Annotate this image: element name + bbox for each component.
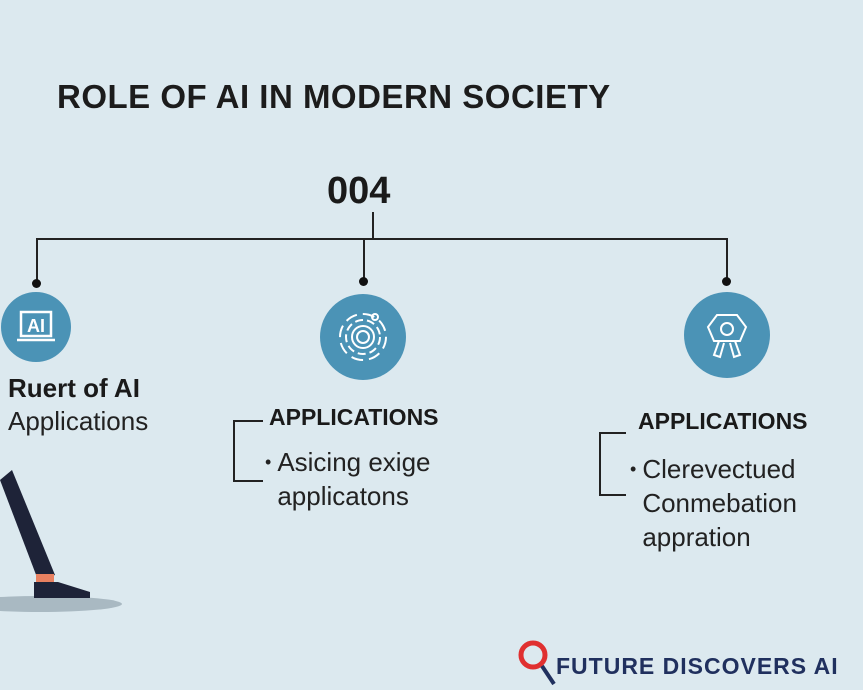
brand-name: FUTURE DISCOVERS AI bbox=[556, 653, 839, 679]
svg-text:AI: AI bbox=[27, 316, 45, 336]
node-bullet: •Clerevectued Conmebation appration bbox=[630, 452, 850, 554]
node-heading: APPLICATIONS bbox=[638, 408, 808, 434]
bracket bbox=[599, 432, 626, 496]
person-illustration bbox=[0, 470, 122, 612]
robot-badge-icon bbox=[684, 292, 770, 378]
magnifier-logo-icon bbox=[518, 640, 556, 686]
node-heading: APPLICATIONS bbox=[269, 404, 439, 430]
node-text: Applications bbox=[8, 406, 149, 436]
bracket bbox=[233, 420, 263, 482]
bullet-text: Clerevectued Conmebation appration bbox=[642, 454, 797, 552]
ai-screen-icon: AI bbox=[1, 292, 71, 362]
section-number: 004 bbox=[327, 170, 391, 212]
node-bullet: •Asicing exige applicatons bbox=[265, 445, 545, 513]
circular-network-icon bbox=[320, 294, 406, 380]
node-heading: Ruert of AI bbox=[8, 373, 140, 403]
page-title: ROLE OF AI IN MODERN SOCIETY bbox=[57, 78, 611, 115]
node-1-text: Ruert of AI Applications bbox=[8, 373, 148, 438]
bullet-text: Asicing exige applicatons bbox=[277, 447, 431, 511]
